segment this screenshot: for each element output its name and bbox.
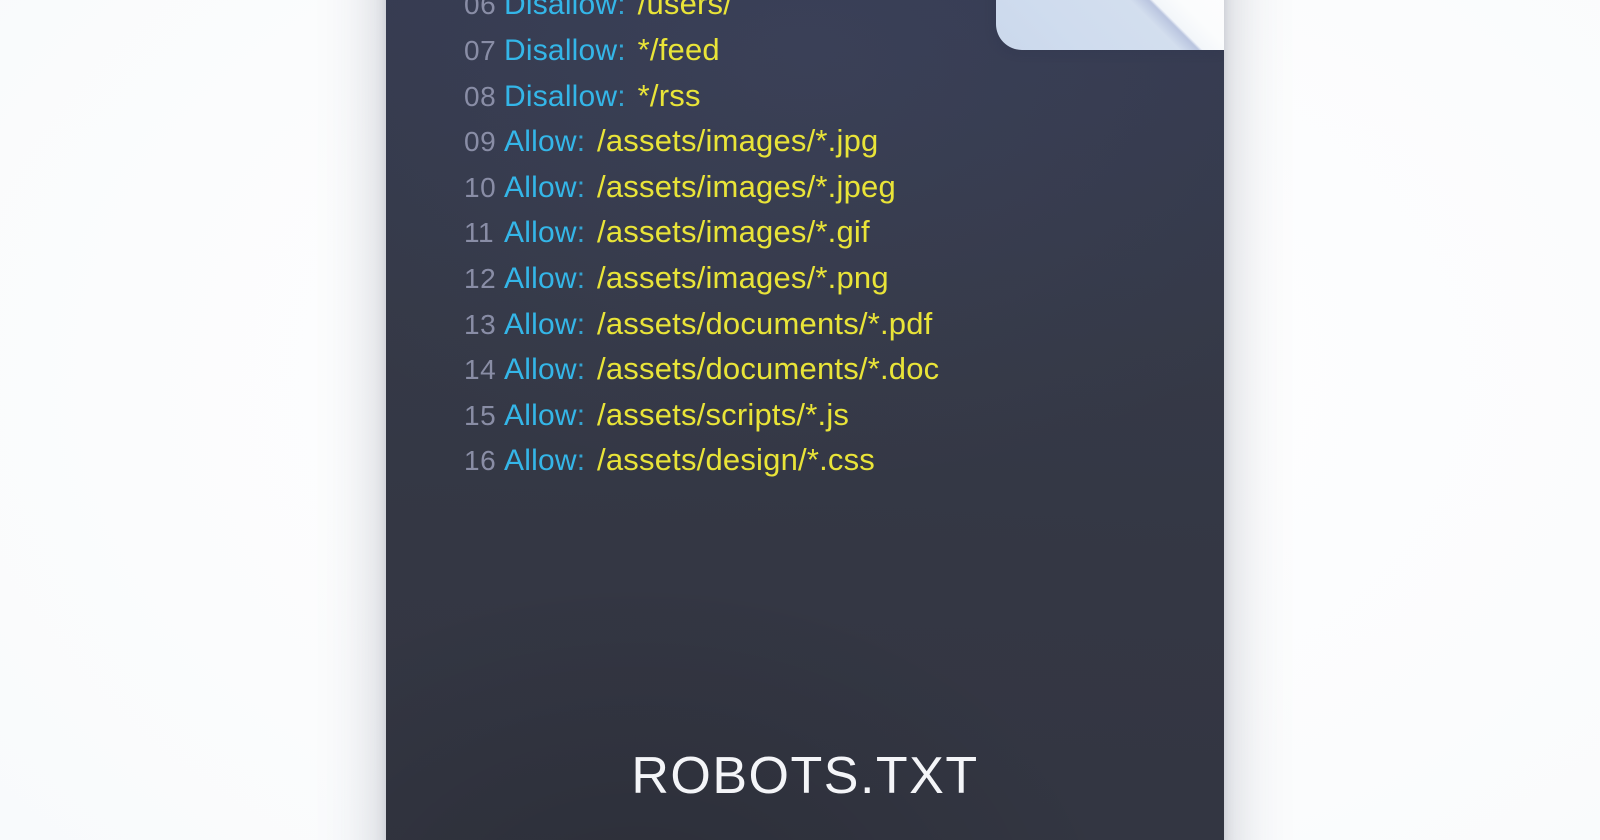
line-number: 12 xyxy=(464,262,497,294)
directive-path: /assets/images/*.png xyxy=(597,259,889,295)
directive-keyword: Allow xyxy=(504,261,577,295)
directive-keyword: Disallow xyxy=(504,33,618,67)
line-number: 09 xyxy=(464,126,497,158)
directive-keyword: Allow xyxy=(504,216,577,250)
line-number: 10 xyxy=(464,171,497,203)
directive-path: /assets/documents/*.pdf xyxy=(597,305,933,341)
directive-colon: : xyxy=(576,353,586,387)
code-line: 11 Allow: /assets/images/*.gif xyxy=(386,214,1224,260)
directive-path: /assets/documents/*.doc xyxy=(597,351,940,387)
directive-colon: : xyxy=(617,33,626,67)
line-number: 13 xyxy=(464,308,497,340)
directive-keyword: Disallow xyxy=(504,0,618,22)
page-title: ROBOTS.TXT xyxy=(631,747,979,805)
directive-colon: : xyxy=(576,170,586,204)
directive-path: /assets/images/*.jpg xyxy=(597,123,879,159)
directive-colon: : xyxy=(576,444,586,478)
line-number: 06 xyxy=(464,0,497,21)
directive-path: /users/ xyxy=(637,0,733,22)
directive-path: */feed xyxy=(637,31,720,67)
directive-path: */rss xyxy=(637,77,701,113)
directive-colon: : xyxy=(576,398,586,432)
line-number: 08 xyxy=(464,80,497,112)
directive-path: /assets/images/*.gif xyxy=(597,214,870,250)
directive-colon: : xyxy=(617,79,626,113)
directive-keyword: Allow xyxy=(504,353,577,387)
code-listing: 02Disallow:/03Disallow:/admin/04Disallow… xyxy=(386,0,1224,488)
directive-colon: : xyxy=(576,261,586,295)
directive-keyword: Allow xyxy=(504,307,577,341)
directive-colon: : xyxy=(576,307,586,341)
line-number: 07 xyxy=(464,34,497,66)
directive-keyword: Allow xyxy=(504,398,577,432)
directive-keyword: Disallow xyxy=(504,79,618,113)
line-number: 15 xyxy=(464,399,497,431)
directive-keyword: Allow xyxy=(504,170,577,204)
directive-path: /assets/images/*.jpeg xyxy=(597,168,896,204)
directive-colon: : xyxy=(576,216,586,250)
directive-keyword: Allow xyxy=(504,125,577,159)
line-number: 11 xyxy=(464,217,495,249)
line-number: 14 xyxy=(464,354,497,386)
directive-path: /assets/scripts/*.js xyxy=(597,396,850,432)
directive-colon: : xyxy=(617,0,626,22)
code-line: 06 Disallow: /users/ xyxy=(386,0,1224,32)
robots-txt-document: 02Disallow:/03Disallow:/admin/04Disallow… xyxy=(386,0,1224,840)
directive-keyword: Allow xyxy=(504,444,577,478)
line-number: 16 xyxy=(464,445,497,477)
directive-colon: : xyxy=(576,125,586,159)
directive-path: /assets/design/*.css xyxy=(597,442,876,478)
